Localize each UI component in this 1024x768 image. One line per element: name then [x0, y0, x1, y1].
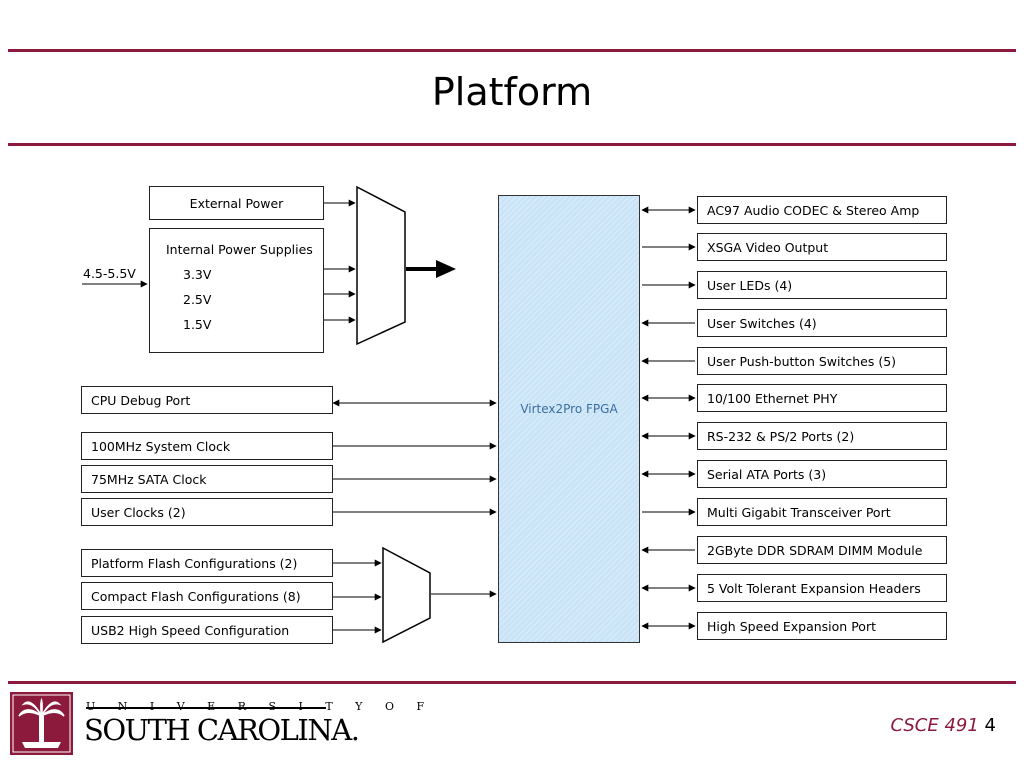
rail-33-label: 3.3V — [183, 267, 212, 282]
internal-power-title: Internal Power Supplies — [166, 242, 313, 257]
logo-south-carolina: SOUTH CAROLINA. — [84, 713, 360, 747]
power-mux — [356, 185, 406, 346]
usb-config-block: USB2 High Speed Configuration — [81, 616, 333, 644]
compact-flash-block: Compact Flash Configurations (8) — [81, 582, 333, 610]
page-number: 4 — [984, 715, 996, 736]
sata-clock-block: 75MHz SATA Clock — [81, 465, 333, 493]
course-code: CSCE 491 — [890, 715, 979, 736]
power-output-arrowhead — [436, 260, 456, 278]
page-title: Platform — [431, 70, 593, 114]
ethernet-block: 10/100 Ethernet PHY — [697, 384, 947, 412]
rail-15-label: 1.5V — [183, 317, 212, 332]
cpu-debug-port-block: CPU Debug Port — [81, 386, 333, 414]
palmetto-logo-icon — [10, 692, 73, 755]
system-clock-block: 100MHz System Clock — [81, 432, 333, 460]
sata-ports-block: Serial ATA Ports (3) — [697, 460, 947, 488]
user-switches-block: User Switches (4) — [697, 309, 947, 337]
mgt-port-block: Multi Gigabit Transceiver Port — [697, 498, 947, 526]
title-rule — [8, 143, 1016, 146]
platform-flash-block: Platform Flash Configurations (2) — [81, 549, 333, 577]
audio-codec-block: AC97 Audio CODEC & Stereo Amp — [697, 196, 947, 224]
slide-footer: CSCE 491 4 — [890, 715, 996, 736]
user-leds-block: User LEDs (4) — [697, 271, 947, 299]
internal-power-block — [149, 228, 324, 353]
push-button-block: User Push-button Switches (5) — [697, 347, 947, 375]
hs-expansion-block: High Speed Expansion Port — [697, 612, 947, 640]
expansion-headers-block: 5 Volt Tolerant Expansion Headers — [697, 574, 947, 602]
ddr-dimm-block: 2GByte DDR SDRAM DIMM Module — [697, 536, 947, 564]
fpga-label: Virtex2Pro FPGA — [520, 402, 618, 416]
fpga-block: Virtex2Pro FPGA — [498, 195, 640, 643]
footer-rule — [8, 681, 1016, 684]
logo-university-of: U N I V E R S I T Y O F — [86, 700, 434, 713]
top-rule — [8, 49, 1016, 52]
config-mux — [382, 546, 431, 644]
power-input-label: 4.5-5.5V — [83, 266, 136, 281]
logo-divider — [86, 707, 326, 709]
external-power-block: External Power — [149, 186, 324, 220]
user-clocks-block: User Clocks (2) — [81, 498, 333, 526]
video-output-block: XSGA Video Output — [697, 233, 947, 261]
rail-25-label: 2.5V — [183, 292, 212, 307]
serial-ports-block: RS-232 & PS/2 Ports (2) — [697, 422, 947, 450]
